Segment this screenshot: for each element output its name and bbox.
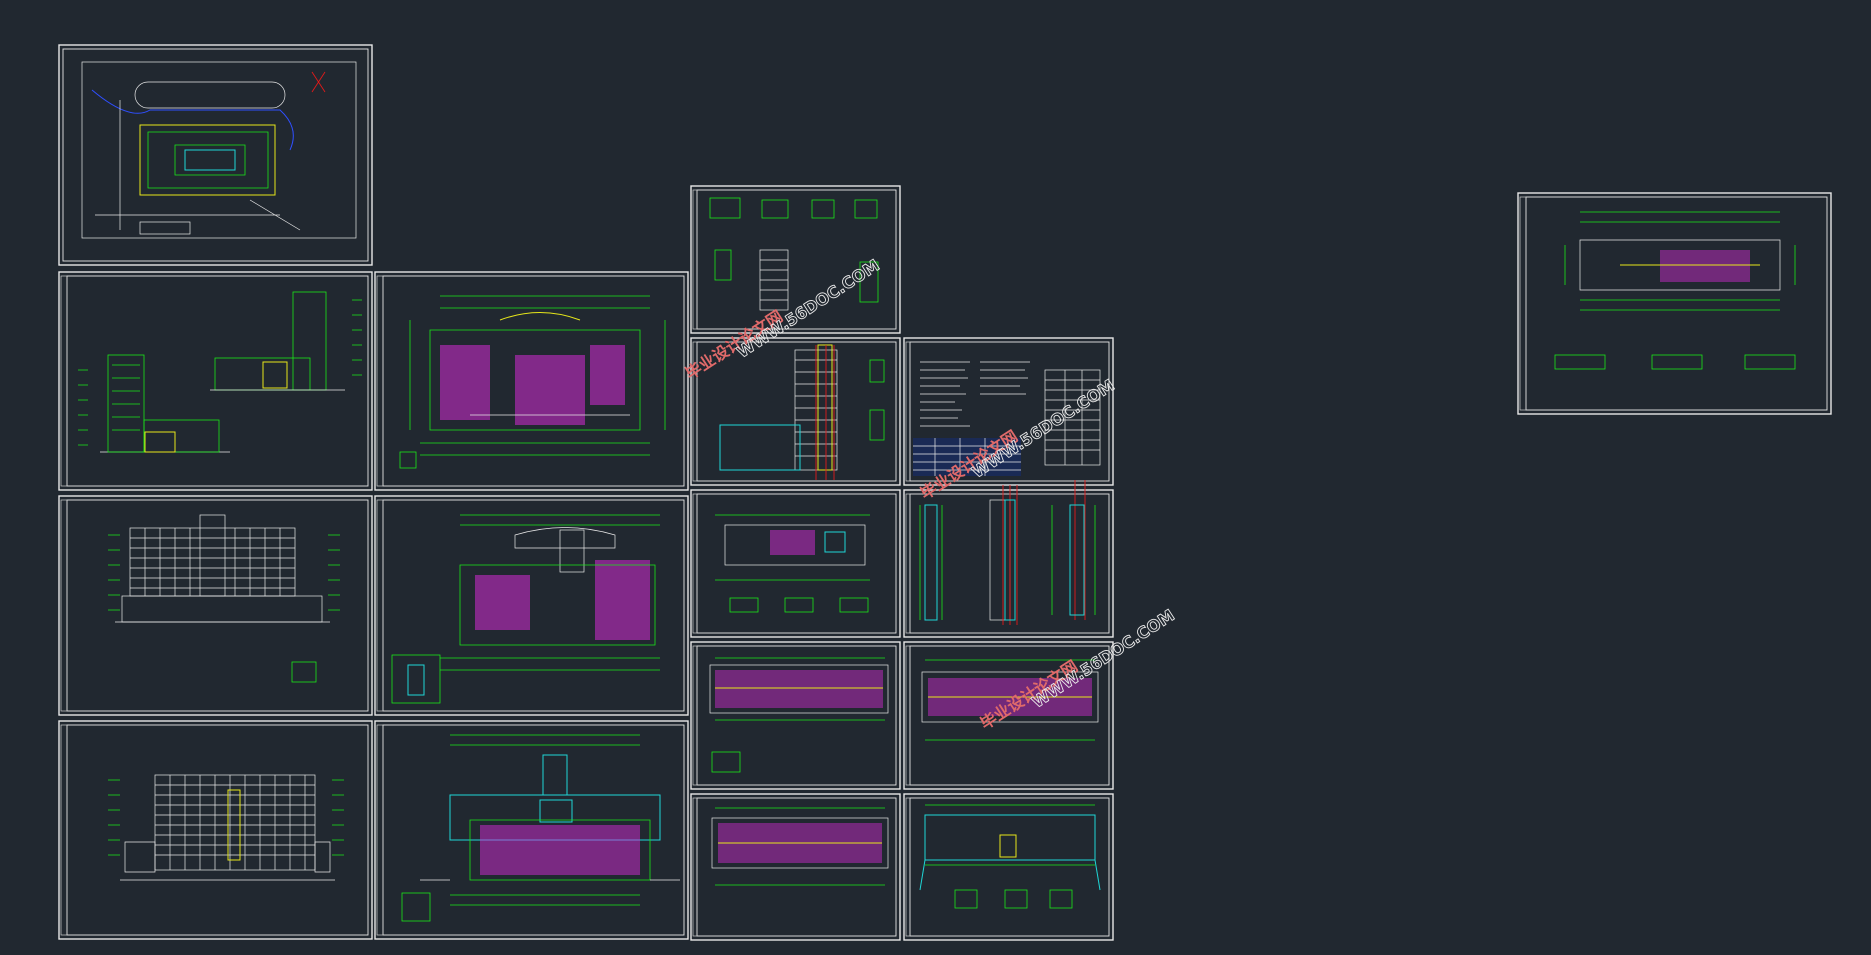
sheet-floor-plan-a[interactable] (690, 641, 901, 790)
sheet-ground-floor-plan[interactable] (374, 271, 689, 491)
watermark-domain-text: WWW.56DOC.COM (733, 255, 883, 361)
sheet-side-elevation[interactable] (58, 271, 373, 491)
watermark-1: 毕业设计论文网 WWW.56DOC.COM (682, 255, 884, 383)
sheet-isolated-plan[interactable] (1517, 192, 1832, 415)
sheet-standard-floor-plan[interactable] (374, 495, 689, 716)
sheet-site-plan[interactable] (58, 44, 373, 266)
sheet-section[interactable] (690, 337, 901, 486)
sheet-floor-plan-d[interactable] (903, 793, 1114, 941)
watermark-domain-text: WWW.56DOC.COM (968, 375, 1118, 481)
sheet-roof-plan[interactable] (690, 489, 901, 638)
sheet-floor-plan-c[interactable] (690, 793, 901, 941)
sheet-podium-plan[interactable] (374, 720, 689, 940)
watermark-3: 毕业设计论文网 WWW.56DOC.COM (977, 605, 1179, 733)
sheet-wall-sections[interactable] (903, 480, 1114, 638)
sheet-details-1[interactable] (690, 185, 901, 334)
sheet-design-notes[interactable] (903, 337, 1114, 486)
watermark-domain-text: WWW.56DOC.COM (1028, 605, 1178, 711)
sheet-front-elevation[interactable] (58, 495, 373, 716)
sheet-floor-plan-b[interactable] (903, 641, 1114, 790)
sheet-rear-elevation[interactable] (58, 720, 373, 940)
